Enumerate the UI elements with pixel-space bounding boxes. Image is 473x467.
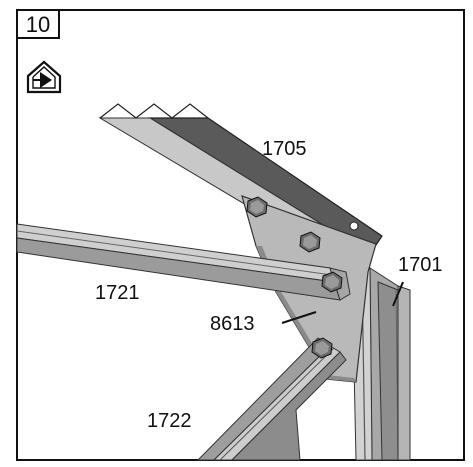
beam-hole [349,221,359,231]
leader-line-8613 [281,311,317,324]
label-1705: 1705 [262,138,307,160]
house-with-arrow-icon [26,60,62,94]
bolt [321,271,343,293]
step-number-box: 10 [16,9,60,39]
label-1721: 1721 [95,282,140,304]
leader-line-1701 [392,281,404,307]
label-1701: 1701 [398,254,443,276]
step-number: 10 [26,12,50,37]
bolt [311,337,333,359]
bar-1722 [196,337,347,461]
label-1722: 1722 [147,410,192,432]
bolt [299,231,321,253]
bolts [246,196,343,359]
bar-1721 [16,223,351,301]
label-8613: 8613 [210,313,255,335]
post-1701 [351,267,411,461]
break-line-icon [99,103,209,119]
bolt [246,196,268,218]
